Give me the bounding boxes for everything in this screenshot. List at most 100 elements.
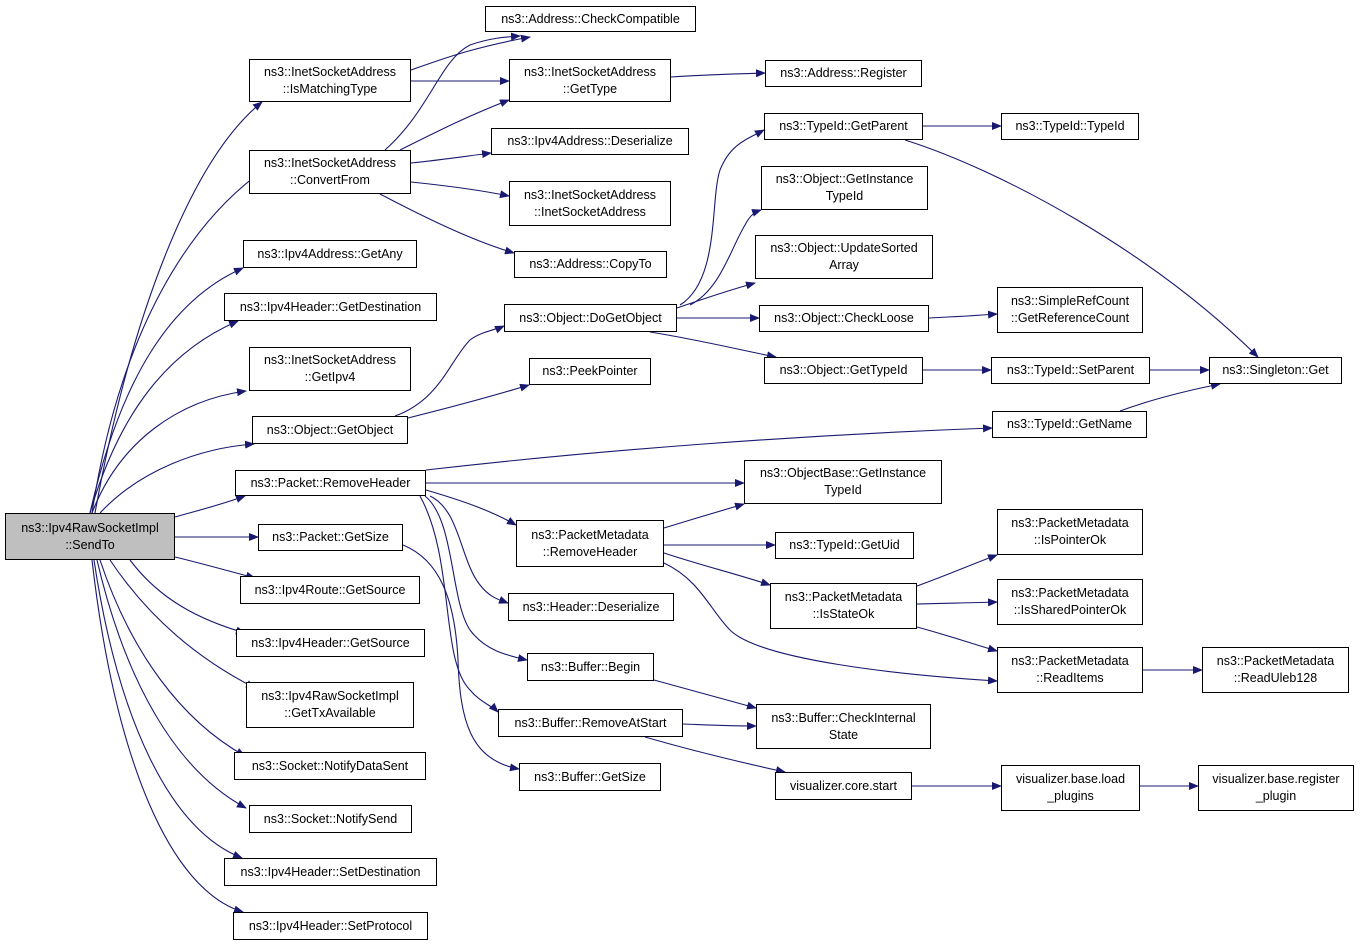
node-ipv4rawsocketimpl-gettxavailable[interactable]: ns3::Ipv4RawSocketImpl ::GetTxAvailable <box>246 682 414 728</box>
node-packetmetadata-isstateok[interactable]: ns3::PacketMetadata ::IsStateOk <box>770 583 917 629</box>
node-label: ns3::Object::GetObject <box>266 422 394 437</box>
node-inetsocketaddress-convertfrom[interactable]: ns3::InetSocketAddress ::ConvertFrom <box>249 150 411 194</box>
node-inetsocketaddress-ismatchingtype[interactable]: ns3::InetSocketAddress ::IsMatchingType <box>249 59 411 102</box>
node-ipv4header-setdestination[interactable]: ns3::Ipv4Header::SetDestination <box>224 858 437 886</box>
node-label: ns3::Ipv4Route::GetSource <box>254 582 406 597</box>
node-objectbase-getinstancetypeid[interactable]: ns3::ObjectBase::GetInstance TypeId <box>744 460 942 504</box>
node-socket-notifysend[interactable]: ns3::Socket::NotifySend <box>249 805 412 833</box>
edge-convert-checkcompat <box>384 32 521 151</box>
node-object-updatesortedarray[interactable]: ns3::Object::UpdateSorted Array <box>755 235 933 279</box>
node-packetmetadata-issharedpointerok[interactable]: ns3::PacketMetadata ::IsSharedPointerOk <box>997 579 1143 625</box>
node-ipv4header-getdestination[interactable]: ns3::Ipv4Header::GetDestination <box>224 293 437 321</box>
edge-root-removeheader <box>174 495 246 518</box>
node-ipv4route-getsource[interactable]: ns3::Ipv4Route::GetSource <box>240 576 420 604</box>
node-ipv4rawsocketimpl-sendto: ns3::Ipv4RawSocketImpl ::SendTo <box>5 513 175 560</box>
edge-root-hdr-getsource <box>129 559 246 635</box>
node-inetsocketaddress-gettype[interactable]: ns3::InetSocketAddress ::GetType <box>509 59 671 102</box>
node-visualizer-base-load-plugins[interactable]: visualizer.base.load _plugins <box>1001 765 1140 811</box>
node-label: ns3::Ipv4Address::Deserialize <box>507 134 673 148</box>
edge-convert-copyto <box>379 193 515 255</box>
node-visualizer-base-register-plugin[interactable]: visualizer.base.register _plugin <box>1198 765 1354 811</box>
node-inetsocketaddress-ctor[interactable]: ns3::InetSocketAddress ::InetSocketAddre… <box>509 181 671 226</box>
node-label: ::IsStateOk <box>812 607 875 621</box>
node-packetmetadata-readitems[interactable]: ns3::PacketMetadata ::ReadItems <box>997 647 1143 693</box>
node-label: ns3::Packet::RemoveHeader <box>250 475 411 490</box>
node-label: ns3::TypeId::GetName <box>1006 417 1133 431</box>
node-label: ns3::Buffer::CheckInternal <box>771 710 916 725</box>
node-label: ns3::InetSocketAddress <box>263 353 397 367</box>
node-label: TypeId <box>825 189 864 203</box>
node-packet-getsize[interactable]: ns3::Packet::GetSize <box>258 524 403 551</box>
node-label: ns3::PacketMetadata <box>1011 654 1129 668</box>
node-label: ns3::TypeId::TypeId <box>1015 119 1125 133</box>
node-typeid-getname[interactable]: ns3::TypeId::GetName <box>992 411 1147 438</box>
node-label: ns3::Socket::NotifyDataSent <box>251 758 409 773</box>
node-object-gettypeid[interactable]: ns3::Object::GetTypeId <box>764 357 923 384</box>
node-object-dogetobject[interactable]: ns3::Object::DoGetObject <box>504 304 677 332</box>
node-typeid-setparent[interactable]: ns3::TypeId::SetParent <box>991 357 1150 384</box>
node-address-copyto[interactable]: ns3::Address::CopyTo <box>514 251 667 278</box>
edge-root-route-getsource <box>174 556 256 580</box>
edge-root-getobject <box>99 440 255 514</box>
node-label: ns3::Singleton::Get <box>1222 363 1329 377</box>
node-peekpointer[interactable]: ns3::PeekPointer <box>529 358 651 385</box>
node-ipv4header-getsource[interactable]: ns3::Ipv4Header::GetSource <box>236 629 425 657</box>
edge-removeheader-pmremove <box>425 489 517 526</box>
edge-isstate-ispointerok <box>916 554 998 587</box>
node-buffer-begin[interactable]: ns3::Buffer::Begin <box>527 653 654 681</box>
node-header-deserialize[interactable]: ns3::Header::Deserialize <box>508 593 674 621</box>
node-buffer-getsize[interactable]: ns3::Buffer::GetSize <box>519 763 661 791</box>
node-ipv4address-deserialize[interactable]: ns3::Ipv4Address::Deserialize <box>491 128 689 155</box>
node-label: ns3::TypeId::GetUid <box>789 538 900 552</box>
edge-root-setprotocol <box>91 559 244 914</box>
node-label: ns3::PeekPointer <box>542 364 638 378</box>
node-singleton-get[interactable]: ns3::Singleton::Get <box>1209 357 1342 384</box>
node-address-register[interactable]: ns3::Address::Register <box>765 60 922 87</box>
node-label: ns3::PacketMetadata <box>784 590 903 604</box>
node-label: ns3::Ipv4RawSocketImpl <box>261 689 399 703</box>
node-packet-removeheader[interactable]: ns3::Packet::RemoveHeader <box>235 470 426 496</box>
edge-gettype-register <box>670 69 766 78</box>
edge-getparent-singleton <box>904 139 1259 358</box>
edge-removeheader-headerdeser <box>429 495 509 604</box>
node-label: ns3::Ipv4Header::GetDestination <box>239 299 422 314</box>
node-packetmetadata-removeheader[interactable]: ns3::PacketMetadata ::RemoveHeader <box>516 520 664 567</box>
node-typeid-getuid[interactable]: ns3::TypeId::GetUid <box>775 532 914 559</box>
node-buffer-removeatstart[interactable]: ns3::Buffer::RemoveAtStart <box>498 709 683 737</box>
edge-removeheader-getname <box>425 424 993 471</box>
node-label: ns3::PacketMetadata <box>1011 586 1129 600</box>
node-socket-notifydatasent[interactable]: ns3::Socket::NotifyDataSent <box>234 752 426 780</box>
node-label: ::GetIpv4 <box>304 370 356 384</box>
node-buffer-checkinternalstate[interactable]: ns3::Buffer::CheckInternal State <box>756 704 931 749</box>
node-label: ns3::Ipv4Address::GetAny <box>257 246 403 261</box>
edge-pmremove-isstateok <box>663 552 771 586</box>
node-ipv4address-getany[interactable]: ns3::Ipv4Address::GetAny <box>243 240 417 268</box>
node-typeid-getparent[interactable]: ns3::TypeId::GetParent <box>764 113 923 140</box>
node-label: ns3::PacketMetadata <box>1216 654 1335 668</box>
edge-isstate-readitems <box>916 626 998 653</box>
node-label: ns3::Ipv4RawSocketImpl <box>21 520 159 535</box>
edge-convert-inetctor <box>410 181 510 199</box>
node-label: ::GetTxAvailable <box>284 706 376 720</box>
edge-removeatstart-checkinternal <box>682 721 757 730</box>
node-object-getobject[interactable]: ns3::Object::GetObject <box>252 416 408 444</box>
node-visualizer-core-start[interactable]: visualizer.core.start <box>775 772 912 800</box>
node-typeid-ctor[interactable]: ns3::TypeId::TypeId <box>1001 113 1139 140</box>
node-ipv4header-setprotocol[interactable]: ns3::Ipv4Header::SetProtocol <box>233 912 428 940</box>
node-packetmetadata-ispointerok[interactable]: ns3::PacketMetadata ::IsPointerOk <box>997 509 1143 555</box>
node-label: ns3::Header::Deserialize <box>522 599 660 614</box>
edge-doget-gettypeid <box>649 331 777 360</box>
node-object-checkloose[interactable]: ns3::Object::CheckLoose <box>759 305 929 332</box>
edge-root-gettxavailable <box>109 559 256 689</box>
node-object-getinstancetypeid[interactable]: ns3::Object::GetInstance TypeId <box>761 166 928 210</box>
node-label: ns3::Address::CopyTo <box>529 257 652 271</box>
edge-removeheader-bufbegin <box>424 495 528 662</box>
node-inetsocketaddress-getipv4[interactable]: ns3::InetSocketAddress ::GetIpv4 <box>249 347 411 391</box>
edge-getname-singleton <box>1119 381 1221 412</box>
node-address-checkcompatible[interactable]: ns3::Address::CheckCompatible <box>485 6 696 32</box>
node-simplerefcount-getreferencecount[interactable]: ns3::SimpleRefCount ::GetReferenceCount <box>997 287 1143 333</box>
node-label: ns3::Ipv4Header::SetDestination <box>240 864 421 879</box>
node-packetmetadata-readuleb128[interactable]: ns3::PacketMetadata ::ReadUleb128 <box>1202 647 1349 693</box>
node-label: ns3::Buffer::GetSize <box>534 769 646 784</box>
